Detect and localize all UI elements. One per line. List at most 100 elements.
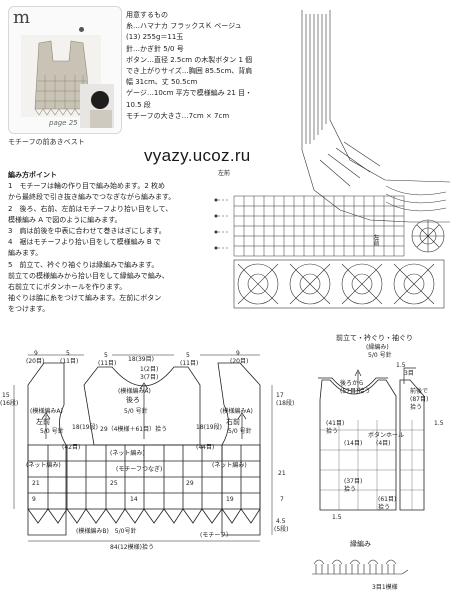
dim-left-11: (11目)	[60, 358, 79, 365]
band-left-pickup-2: 拾う	[326, 428, 339, 435]
left-front-rows: 18(19段)	[72, 424, 98, 431]
motif-side-7: 7	[280, 496, 284, 503]
side-left-15: 15	[2, 392, 10, 399]
band-row-61b: 拾う	[378, 504, 391, 511]
side-left-16: (16段)	[0, 400, 19, 407]
band-back-pickup-1: 後ろから	[340, 380, 365, 387]
right-front-title: 右前	[226, 418, 240, 426]
motif-number: 19	[226, 496, 234, 503]
motif-number: 25	[110, 480, 118, 487]
motif-side-5: (5段)	[274, 526, 289, 533]
dim-right-9: 9	[236, 350, 240, 357]
left-front-hook: 5/0 号針	[40, 428, 64, 435]
band-hook: 5/0 号針	[368, 352, 392, 359]
motif-number: 29	[186, 480, 194, 487]
points-line: 前立ての模様編みから拾い目をして縁編みで編み、	[8, 271, 169, 280]
band-row-37: (37目)	[344, 478, 363, 485]
points-line: 3 肩は前後を中表に合わせて巻きはぎにします。	[8, 227, 166, 236]
front-band-diagram	[318, 367, 425, 511]
dim-mid-1: 1(2目)	[140, 366, 159, 373]
band-top-2: 3目	[404, 370, 414, 377]
materials-block: 用意するもの 糸…ハマナカ フラックスＫ ベージュ (13) 255g＝11玉 …	[126, 10, 296, 122]
band-row-37b: 拾う	[344, 486, 357, 493]
materials-line: 用意するもの	[126, 11, 168, 19]
back-title: 後ろ	[126, 396, 140, 404]
dim-right-5: 5	[186, 352, 190, 359]
dim-left-5: 5	[66, 350, 70, 357]
back-inner: 29（4模様＋61目）拾う	[100, 426, 168, 433]
bottom-pattern: (模様編みB) 5/0号針	[76, 528, 137, 535]
materials-line: 幅 31cm、丈 50.5cm	[126, 78, 198, 87]
side-right-17: 17	[276, 392, 284, 399]
dim-mid-3: 3(7目)	[140, 374, 159, 381]
left-front-pattern: (模様編みA)	[30, 408, 63, 415]
dim-center-5: 5	[104, 352, 108, 359]
points-line: から最終段で引き抜き編みでつなぎながら編みます。	[8, 193, 176, 202]
edging-repeat: 3目1模様	[372, 584, 398, 591]
garment-card: m page 25	[8, 6, 122, 134]
points-line: 4 裾はモチーフより拾い目をして模様編み B で	[8, 238, 161, 247]
gauge-left-42: (42目)	[62, 444, 81, 451]
right-front-hook: 5/0 号針	[228, 428, 252, 435]
materials-line: でき上がりサイズ…胸囲 85.5cm、背肩	[126, 67, 253, 76]
gauge-left-44: (44目)	[196, 444, 215, 451]
bottom-motif-tag: (モチーフ）	[200, 532, 232, 539]
band-row-14: (14目)	[344, 440, 363, 447]
band-top-1: 1.5	[396, 362, 406, 369]
side-right-18: (18段)	[276, 400, 295, 407]
band-buttonhole-count: (4目)	[376, 440, 391, 447]
points-line: 編みます。	[8, 249, 43, 258]
points-line: 袖ぐりは脇に糸をつけて編みます。左前にボタン	[8, 294, 162, 303]
points-line: 1 モチーフは輪の作り目で編み始めます。2 枚め	[8, 182, 166, 191]
materials-line: 針…かぎ針 5/0 号	[126, 44, 184, 53]
back-pattern: (模様編みA)	[118, 388, 151, 395]
band-title: 前立て・衿ぐり・袖ぐり	[336, 334, 413, 342]
points-heading: 編み方ポイント	[8, 171, 57, 179]
materials-line: 糸…ハマナカ フラックスＫ ベージュ	[126, 22, 242, 31]
net-label-left: (ネット編み)	[26, 462, 61, 469]
points-block: 編み方ポイント 1 モチーフは輪の作り目で編み始めます。2 枚め から最終段で引…	[8, 170, 196, 316]
points-line: 右前立てにボタンホールを作ります。	[8, 283, 127, 292]
photo-caption: モチーフの前あきベスト	[8, 138, 85, 146]
dim-right-11: (11目)	[180, 360, 199, 367]
materials-line: 10.5 段	[126, 100, 151, 109]
garment-schematic	[13, 354, 273, 542]
materials-line: ボタン…直径 2.5cm の木製ボタン 1 個	[126, 55, 253, 64]
chart-label-left: 左前	[218, 170, 231, 177]
dim-left-9: 9	[34, 350, 38, 357]
motif-side-45: 4.5	[276, 518, 286, 525]
right-front-rows: 18(19段)	[196, 424, 222, 431]
dim-left-20: (20目)	[26, 358, 45, 365]
bottom-width: 84(12模様)拾う	[110, 544, 154, 551]
left-front-title: 左前	[36, 418, 50, 426]
points-line: 2 後ろ、右前、左前はモチーフより拾い目をして、	[8, 204, 173, 213]
motif-number: 9	[32, 496, 36, 503]
band-front-pickup-3: 拾う	[410, 404, 423, 411]
watermark-text: vyazy.ucoz.ru	[144, 146, 251, 165]
points-line: をつけます。	[8, 305, 50, 314]
card-pin-icon	[79, 27, 84, 32]
materials-line: (13) 255g＝11玉	[126, 33, 184, 42]
band-bottom-dim: 1.5	[332, 514, 342, 521]
back-hook: 5/0 号針	[124, 408, 148, 415]
band-right-dim: 1.5	[434, 420, 444, 427]
band-front-pickup-1: 前後で	[410, 388, 429, 395]
motif-side-21: 21	[278, 470, 286, 477]
band-back-pickup-2: (57目)拾う	[340, 388, 371, 395]
net-label-center: (ネット編み)	[110, 450, 145, 457]
dim-right-20: (20目)	[230, 358, 249, 365]
edging-diagram	[312, 559, 409, 575]
motif-number: 21	[32, 480, 40, 487]
model-photo	[80, 84, 114, 128]
dim-center-18: 18(39目)	[128, 356, 154, 363]
band-front-pickup-2: (87目)	[410, 396, 429, 403]
motif-join-label: (モチーフつなぎ)	[116, 466, 163, 473]
dim-center-11: (11目)	[98, 360, 117, 367]
right-front-pattern: (模様編みA)	[220, 408, 253, 415]
band-buttonhole: ボタンホール	[368, 432, 405, 439]
band-subtitle: (縁編み)	[366, 344, 389, 351]
card-letter: m	[13, 7, 31, 28]
materials-line: モチーフの大きさ…7cm × 7cm	[126, 111, 230, 120]
points-line: 模様編み A で図のように編みます。	[8, 215, 122, 224]
materials-line: ゲージ…10cm 平方で模様編み 21 目・	[126, 89, 253, 98]
